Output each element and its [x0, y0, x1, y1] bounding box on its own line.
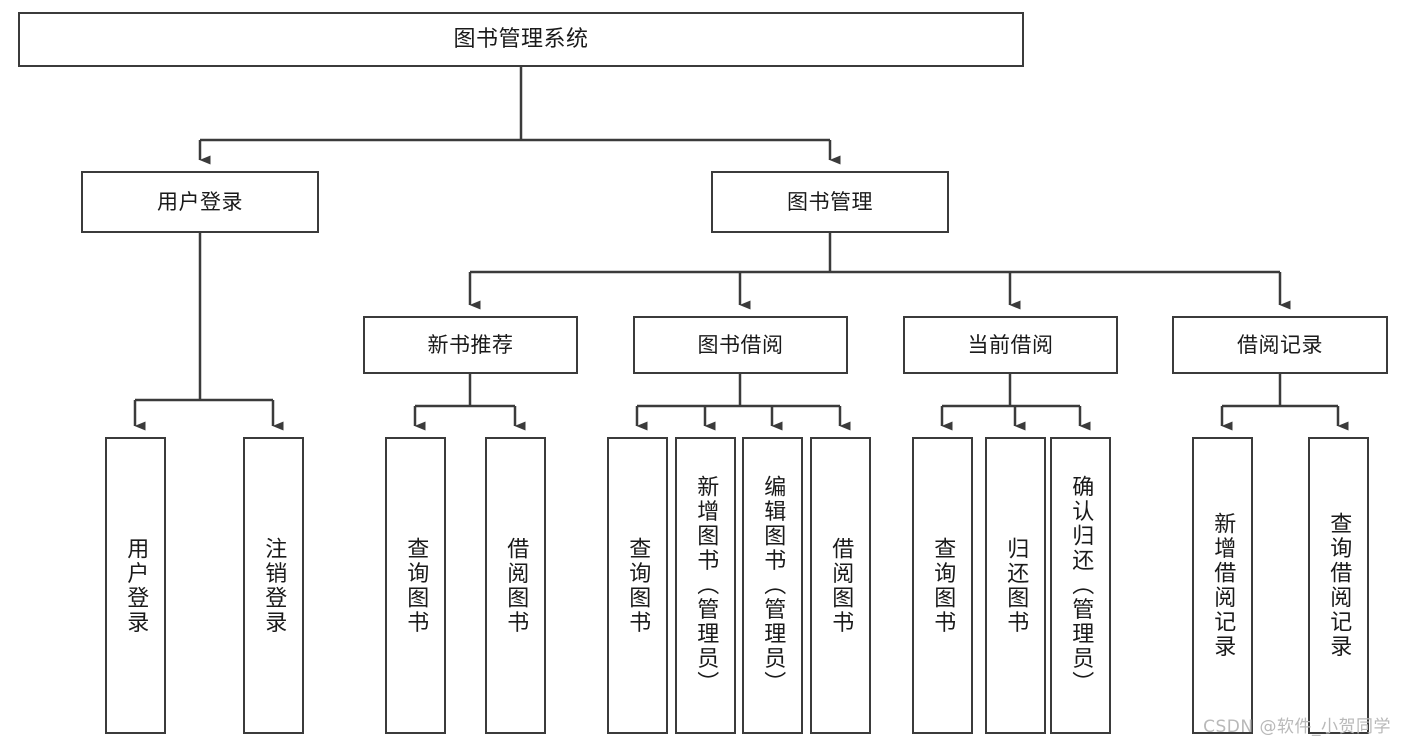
- node-current-borrow-label: 当前借阅: [967, 332, 1054, 357]
- node-user-login-label: 用户登录: [157, 189, 243, 214]
- node-leaf-edit-book[interactable]: 编辑图书（管理员）: [742, 437, 803, 734]
- node-leaf-borrow-book-2[interactable]: 借阅图书: [810, 437, 871, 734]
- node-leaf-return-book-label: 归还图书: [1003, 536, 1029, 635]
- node-user-login[interactable]: 用户登录: [81, 171, 319, 233]
- node-leaf-query-book-1-label: 查询图书: [403, 536, 429, 635]
- node-leaf-query-book-2-label: 查询图书: [625, 536, 651, 635]
- node-leaf-user-login[interactable]: 用户登录: [105, 437, 166, 734]
- node-current-borrow[interactable]: 当前借阅: [903, 316, 1118, 374]
- node-book-borrow[interactable]: 图书借阅: [633, 316, 848, 374]
- node-new-book-recommend-label: 新书推荐: [427, 332, 514, 357]
- node-leaf-add-record-label: 新增借阅记录: [1210, 512, 1236, 659]
- node-leaf-confirm-return-label: 确认归还（管理员）: [1068, 475, 1094, 696]
- node-leaf-user-login-label: 用户登录: [123, 536, 149, 635]
- node-leaf-confirm-return[interactable]: 确认归还（管理员）: [1050, 437, 1111, 734]
- node-borrow-record-label: 借阅记录: [1237, 332, 1323, 357]
- node-leaf-query-book-3-label: 查询图书: [930, 536, 956, 635]
- node-book-manage[interactable]: 图书管理: [711, 171, 949, 233]
- node-leaf-borrow-book-1-label: 借阅图书: [503, 536, 529, 635]
- node-leaf-borrow-book-2-label: 借阅图书: [828, 536, 854, 635]
- node-leaf-query-book-1[interactable]: 查询图书: [385, 437, 446, 734]
- node-root-label: 图书管理系统: [453, 26, 589, 52]
- node-borrow-record[interactable]: 借阅记录: [1172, 316, 1388, 374]
- node-leaf-add-record[interactable]: 新增借阅记录: [1192, 437, 1253, 734]
- node-leaf-query-record-label: 查询借阅记录: [1326, 512, 1352, 659]
- node-leaf-logout[interactable]: 注销登录: [243, 437, 304, 734]
- node-leaf-add-book-label: 新增图书（管理员）: [693, 475, 719, 696]
- node-new-book-recommend[interactable]: 新书推荐: [363, 316, 578, 374]
- node-leaf-borrow-book-1[interactable]: 借阅图书: [485, 437, 546, 734]
- node-leaf-query-record[interactable]: 查询借阅记录: [1308, 437, 1369, 734]
- node-leaf-query-book-3[interactable]: 查询图书: [912, 437, 973, 734]
- node-leaf-logout-label: 注销登录: [261, 536, 287, 635]
- node-leaf-add-book[interactable]: 新增图书（管理员）: [675, 437, 736, 734]
- node-book-borrow-label: 图书借阅: [697, 332, 784, 357]
- node-leaf-edit-book-label: 编辑图书（管理员）: [760, 475, 786, 696]
- node-book-manage-label: 图书管理: [787, 189, 873, 214]
- node-leaf-return-book[interactable]: 归还图书: [985, 437, 1046, 734]
- node-root[interactable]: 图书管理系统: [18, 12, 1024, 67]
- node-leaf-query-book-2[interactable]: 查询图书: [607, 437, 668, 734]
